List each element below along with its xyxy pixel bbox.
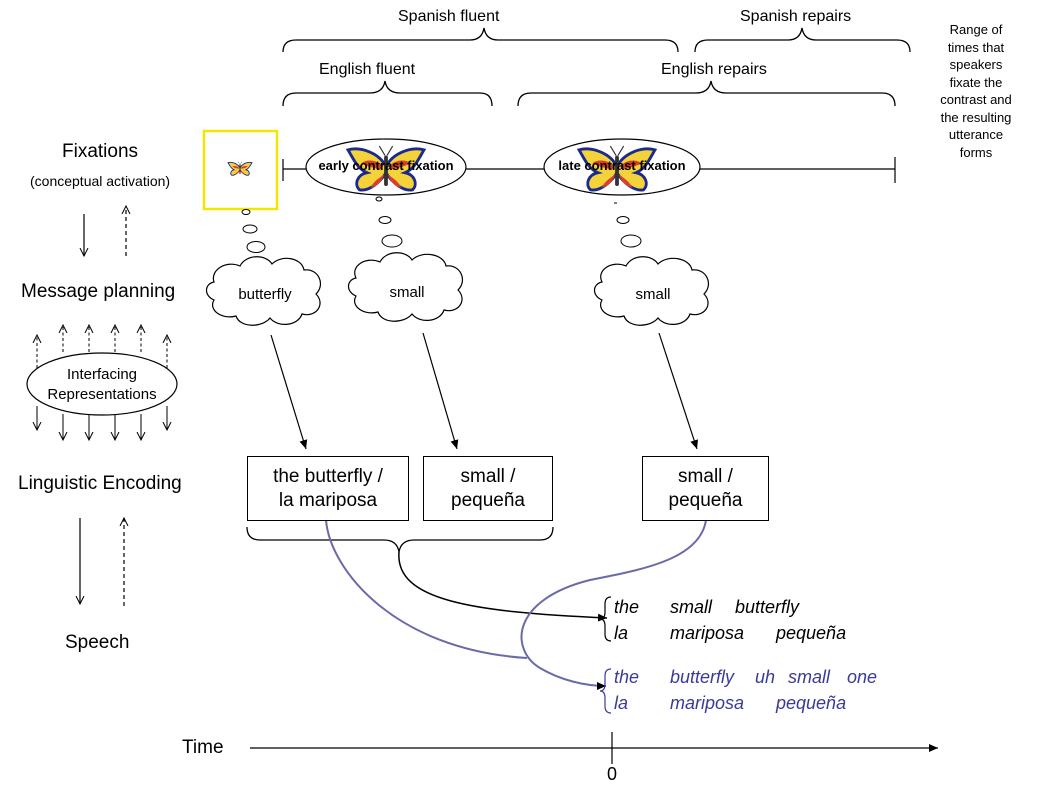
encoding-box-butterfly: the butterfly / la mariposa (247, 456, 409, 521)
utt-fluent-en-2: small (670, 597, 713, 617)
encoding-box-line: small / (460, 465, 516, 487)
cloud-small-2-label: small (635, 286, 671, 303)
stage-speech: Speech (65, 632, 130, 653)
utt-repair-es-3: pequeña (776, 693, 847, 713)
interfacing-up-arrows (37, 325, 167, 368)
stage-fixations: Fixations (62, 141, 139, 162)
interfacing-label-line: Interfacing (66, 366, 138, 383)
thought-bubbles-3 (614, 202, 642, 248)
encoding-box-line: pequeña (668, 489, 743, 511)
utt-repair-en-4: small (788, 667, 831, 687)
utt-fluent-es-3: pequeña (776, 623, 847, 643)
time-zero-label: 0 (607, 764, 618, 784)
encoding-box-line: the butterfly / (273, 465, 383, 487)
time-axis (250, 732, 938, 764)
header-spanish-fluent: Spanish fluent (398, 8, 500, 25)
utt-repair-es-2: mariposa (670, 693, 745, 713)
range-note-line: speakers (949, 57, 1003, 72)
late-contrast-ellipse (543, 138, 701, 196)
stage-linguistic-encoding: Linguistic Encoding (18, 473, 182, 494)
encoding-box-line: la mariposa (278, 489, 378, 511)
utt-fluent-es-1: la (614, 623, 629, 643)
range-note-line: utterance (948, 127, 1004, 142)
encoding-box-line: pequeña (451, 489, 525, 511)
utt-repair-es-1: la (614, 693, 629, 713)
time-label: Time (182, 737, 224, 758)
header-english-repairs: English repairs (661, 61, 767, 78)
brace-spanish-repairs (694, 27, 911, 53)
range-note-line: Range of (949, 22, 1003, 37)
utt-fluent-en-1: the (614, 597, 640, 617)
utt-repair-en-2: butterfly (670, 667, 735, 687)
interfacing-down-arrows (37, 406, 167, 440)
range-note-line: fixate the (949, 74, 1003, 90)
thought-bubbles-2 (375, 196, 403, 248)
late-contrast-label: late contrast fixation (558, 158, 686, 173)
cloud-to-box-arrows (270, 332, 698, 450)
range-note-line: the resulting (940, 109, 1012, 125)
utt-repair-en-1: the (614, 667, 640, 687)
range-note-line: contrast and (940, 92, 1012, 107)
range-note-line: times that (947, 39, 1005, 55)
header-english-fluent: English fluent (319, 61, 416, 78)
brace-english-fluent (282, 80, 493, 107)
cloud-butterfly-label: butterfly (238, 286, 292, 303)
encoding-box-small-1: small / pequeña (423, 456, 553, 521)
brace-spanish-fluent (282, 27, 679, 53)
cloud-small-2 (593, 256, 709, 326)
utt-repair-en-5: one (847, 667, 878, 687)
interfacing-label: Interfacing Representations (27, 365, 177, 405)
header-spanish-repairs: Spanish repairs (740, 8, 852, 25)
encoding-brace (246, 526, 554, 553)
utterance-brace-repair (599, 668, 612, 714)
stage-message-planning: Message planning (21, 281, 176, 302)
thought-bubbles-1 (241, 209, 266, 253)
interfacing-ellipse (26, 352, 178, 416)
early-contrast-label: early contrast fixation (318, 158, 454, 173)
utterance-brace-fluent (599, 596, 612, 642)
range-note: Range of times that speakers fixate the … (921, 21, 1031, 161)
cloud-small-1-label: small (389, 284, 425, 301)
repair-path-curves (325, 519, 707, 690)
early-contrast-ellipse (305, 138, 467, 196)
encoding-box-small-2: small / pequeña (642, 456, 769, 521)
cloud-small-1 (347, 252, 463, 322)
utt-repair-en-3: uh (755, 667, 776, 687)
encoding-box-line: small / (678, 465, 733, 487)
brace-english-repairs (517, 80, 896, 107)
stage-fixations-subtitle: (conceptual activation) (30, 173, 171, 189)
cloud-butterfly (205, 256, 321, 326)
utt-fluent-es-2: mariposa (670, 623, 745, 643)
range-note-line: forms (959, 144, 993, 160)
utt-fluent-en-3: butterfly (735, 597, 800, 617)
interfacing-label-line: Representations (47, 386, 157, 403)
fluent-path-curve (398, 551, 608, 622)
